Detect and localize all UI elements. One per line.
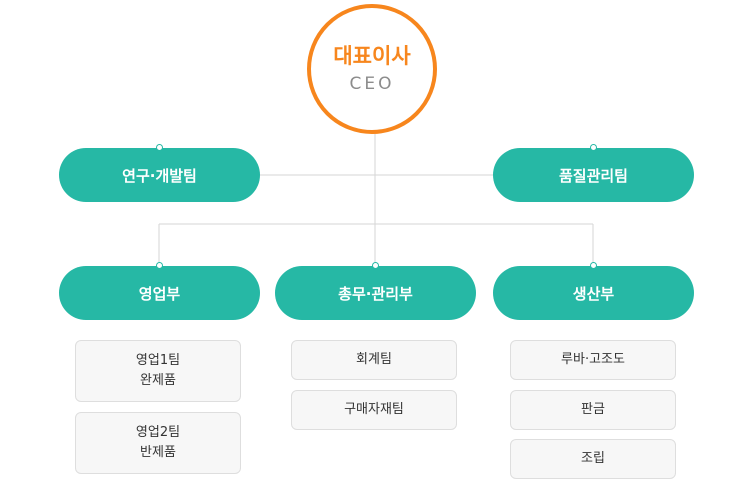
connector-dot bbox=[156, 262, 163, 269]
sub-team-box: 조립 bbox=[510, 439, 676, 479]
sub-team-box: 영업2팀 반제품 bbox=[75, 412, 241, 474]
sub-team-line: 구매자재팀 bbox=[344, 402, 404, 417]
ceo-subtitle: CEO bbox=[349, 73, 395, 94]
dept-node-admin: 총무·관리부 bbox=[275, 266, 476, 320]
sub-team-line: 루바·고조도 bbox=[561, 352, 625, 367]
connector-dot bbox=[590, 262, 597, 269]
connector-dot bbox=[590, 144, 597, 151]
dept-node-sales: 영업부 bbox=[59, 266, 260, 320]
sub-team-line: 반제품 bbox=[140, 445, 176, 460]
sub-team-line: 판금 bbox=[581, 402, 605, 417]
sub-team-box: 판금 bbox=[510, 390, 676, 430]
dept-node-production: 생산부 bbox=[493, 266, 694, 320]
sub-team-line: 영업2팀 bbox=[135, 425, 181, 440]
ceo-node: 대표이사 CEO bbox=[307, 4, 437, 134]
team-node-quality: 품질관리팀 bbox=[493, 148, 694, 202]
sub-team-box: 회계팀 bbox=[291, 340, 457, 380]
sub-team-line: 회계팀 bbox=[356, 352, 392, 367]
sub-team-box: 루바·고조도 bbox=[510, 340, 676, 380]
sub-team-box: 영업1팀 완제품 bbox=[75, 340, 241, 402]
connector-dot bbox=[156, 144, 163, 151]
team-node-rnd: 연구·개발팀 bbox=[59, 148, 260, 202]
sub-team-box: 구매자재팀 bbox=[291, 390, 457, 430]
sub-team-line: 조립 bbox=[581, 451, 605, 466]
sub-team-line: 영업1팀 bbox=[135, 353, 181, 368]
sub-team-line: 완제품 bbox=[140, 373, 176, 388]
connector-dot bbox=[372, 262, 379, 269]
ceo-title: 대표이사 bbox=[333, 43, 411, 68]
